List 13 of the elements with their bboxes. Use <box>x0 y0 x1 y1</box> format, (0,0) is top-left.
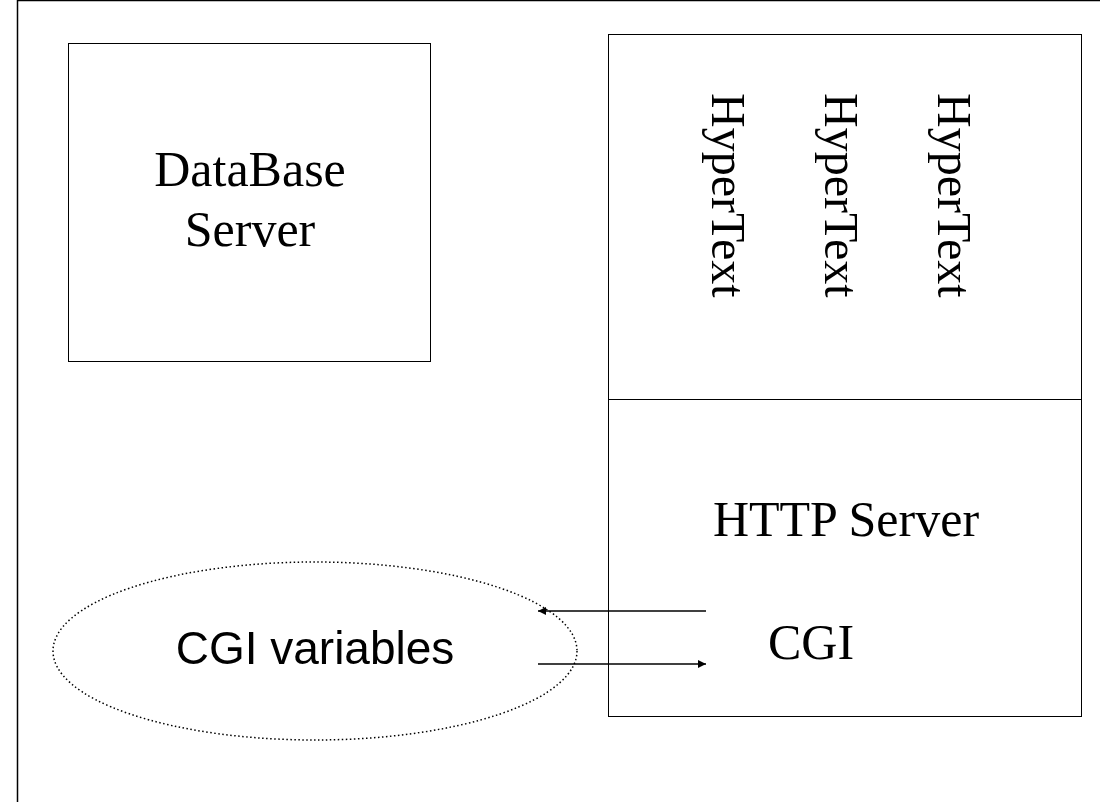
node-label: HyperText <box>817 93 865 298</box>
hypertext-section <box>608 34 1082 400</box>
server-box <box>68 43 431 362</box>
cgi-label: CGI <box>766 613 856 671</box>
node-label: HyperText <box>704 93 752 298</box>
dotted-ellipse <box>52 561 578 741</box>
node-label: DataBase Server <box>153 140 347 259</box>
server-section <box>608 399 1082 717</box>
node-label: CGI variables <box>174 621 456 675</box>
arrow <box>537 607 707 615</box>
node-label: HyperText <box>930 93 978 298</box>
arrow <box>537 660 707 668</box>
node-label: HTTP Server <box>711 490 981 548</box>
